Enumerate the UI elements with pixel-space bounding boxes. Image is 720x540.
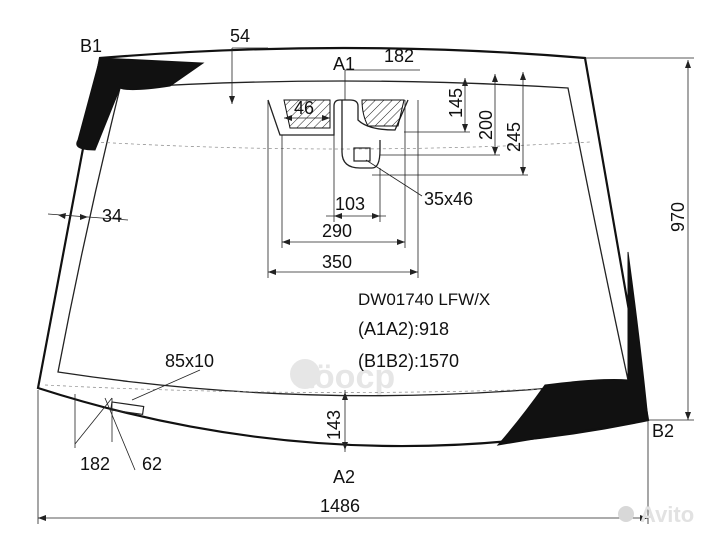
dim-182-bottom-line [74, 397, 113, 445]
corner-watermark-text: Avito [640, 502, 694, 527]
sensor-bracket [341, 100, 381, 169]
label-a1: A1 [333, 54, 355, 74]
dim-46-text: 46 [294, 98, 314, 118]
label-a2: A2 [333, 467, 355, 487]
ceramic-corner-top-left [76, 57, 205, 151]
marker-85x10 [110, 401, 145, 416]
dim-85x10-text: 85x10 [165, 351, 214, 371]
dim-85x10-leader [131, 369, 201, 401]
ceramic-corner-bottom-right [496, 251, 649, 446]
label-b2: B2 [652, 421, 674, 441]
dim-1486-text: 1486 [320, 496, 360, 516]
b1b2-measure: (B1B2):1570 [358, 351, 459, 371]
dim-35x46-text: 35x46 [424, 189, 473, 209]
dim-62-line [104, 397, 136, 471]
dim-35x46-leader [365, 159, 423, 197]
dim-34-text: 34 [102, 206, 122, 226]
dim-200-text: 200 [476, 110, 496, 140]
sensor-window [353, 147, 371, 162]
dim-54-text: 54 [230, 26, 250, 46]
dim-182-top-text: 182 [384, 46, 414, 66]
part-code: DW01740 LFW/X [358, 290, 490, 309]
dim-182-bottom-text: 182 [80, 454, 110, 474]
dim-970-text: 970 [668, 202, 688, 232]
mirror-mount-area [267, 99, 409, 136]
dim-103-text: 103 [335, 194, 365, 214]
watermark-text: aöocp [295, 358, 395, 396]
arrowheads [38, 60, 691, 521]
dim-290-text: 290 [322, 221, 352, 241]
dim-245-text: 245 [504, 122, 524, 152]
dashed-guide-upper [94, 141, 591, 150]
dim-62-text: 62 [142, 454, 162, 474]
a1a2-measure: (A1A2):918 [358, 319, 449, 339]
dim-143-text: 143 [324, 410, 344, 440]
watermark: aöocp [290, 358, 395, 396]
dim-350-text: 350 [322, 252, 352, 272]
corner-watermark: Avito [618, 502, 694, 527]
dim-145-text: 145 [446, 88, 466, 118]
hatched-zone-right [361, 99, 405, 127]
label-b1: B1 [80, 36, 102, 56]
